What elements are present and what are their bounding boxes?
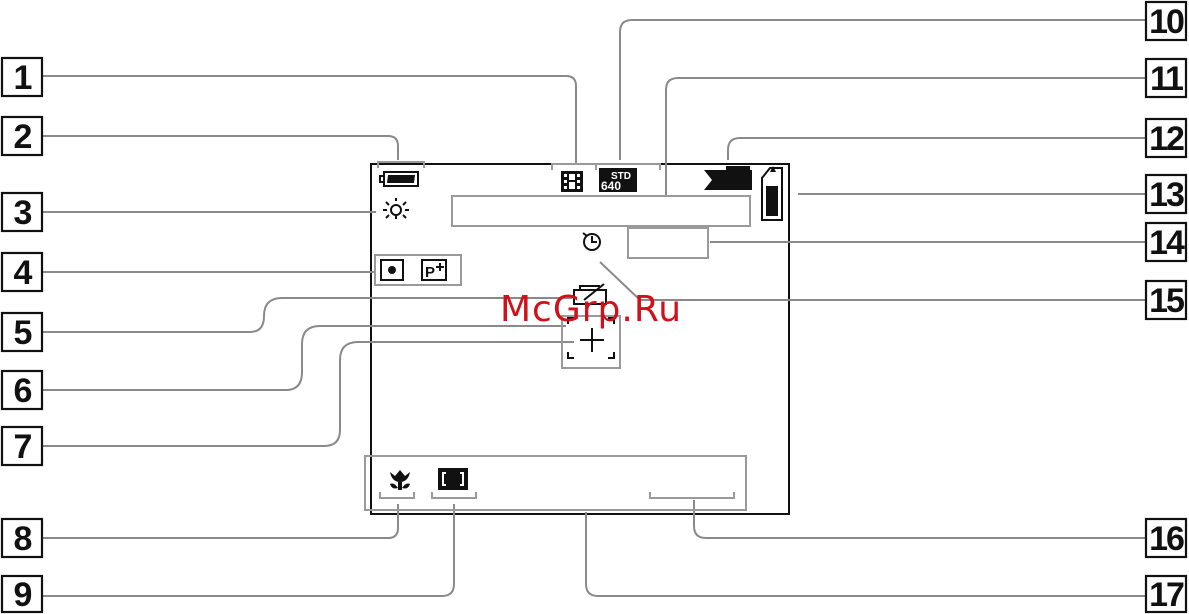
callout-7: 7	[2, 427, 42, 466]
leader-line-12	[728, 138, 1146, 160]
leader-line-9	[42, 504, 454, 596]
image-size-bottom-text: 640	[601, 179, 621, 193]
callout-14: 14	[1146, 223, 1186, 262]
callout-number: 8	[14, 520, 32, 558]
callout-16: 16	[1146, 519, 1186, 558]
callout-17: 17	[1146, 576, 1186, 614]
callout-number: 2	[14, 118, 32, 156]
watermark-text: McGrp.Ru	[500, 289, 682, 330]
callout-13: 13	[1146, 175, 1186, 214]
callout-number: 5	[14, 314, 32, 352]
callout-15: 15	[1146, 281, 1186, 320]
callout-number: 12	[1149, 120, 1184, 158]
callout-6: 6	[2, 371, 42, 410]
callout-11: 11	[1146, 59, 1186, 98]
callout-number: 13	[1149, 176, 1184, 214]
callout-number: 3	[14, 194, 32, 232]
callout-number: 9	[14, 576, 32, 614]
callout-number: 7	[14, 428, 32, 466]
callout-number: 4	[14, 254, 33, 292]
image-size-icon: STD 640	[599, 168, 637, 193]
leader-line-2	[42, 136, 398, 160]
callout-number: 11	[1150, 60, 1183, 98]
callout-number: 10	[1149, 3, 1184, 41]
callout-number: 17	[1149, 576, 1184, 614]
callout-3: 3	[2, 193, 42, 232]
callout-1: 1	[2, 58, 42, 97]
leader-line-8	[42, 504, 398, 538]
callout-number: 6	[14, 372, 32, 410]
callout-5: 5	[2, 313, 42, 352]
callout-number: 16	[1149, 520, 1184, 558]
callout-number: 14	[1149, 224, 1185, 262]
callout-number: 15	[1149, 282, 1184, 320]
callout-4: 4	[2, 253, 42, 292]
callout-12: 12	[1146, 119, 1186, 158]
callout-10: 10	[1146, 2, 1186, 41]
callout-number: 1	[14, 59, 32, 97]
callout-8: 8	[2, 519, 42, 558]
leader-line-17	[586, 512, 1146, 596]
callout-9: 9	[2, 576, 42, 614]
movie-film-icon	[561, 171, 583, 192]
callout-2: 2	[2, 117, 42, 156]
leader-line-1	[42, 76, 576, 163]
af-mode-icon	[438, 468, 468, 490]
picture-effect-text: P	[425, 264, 435, 281]
